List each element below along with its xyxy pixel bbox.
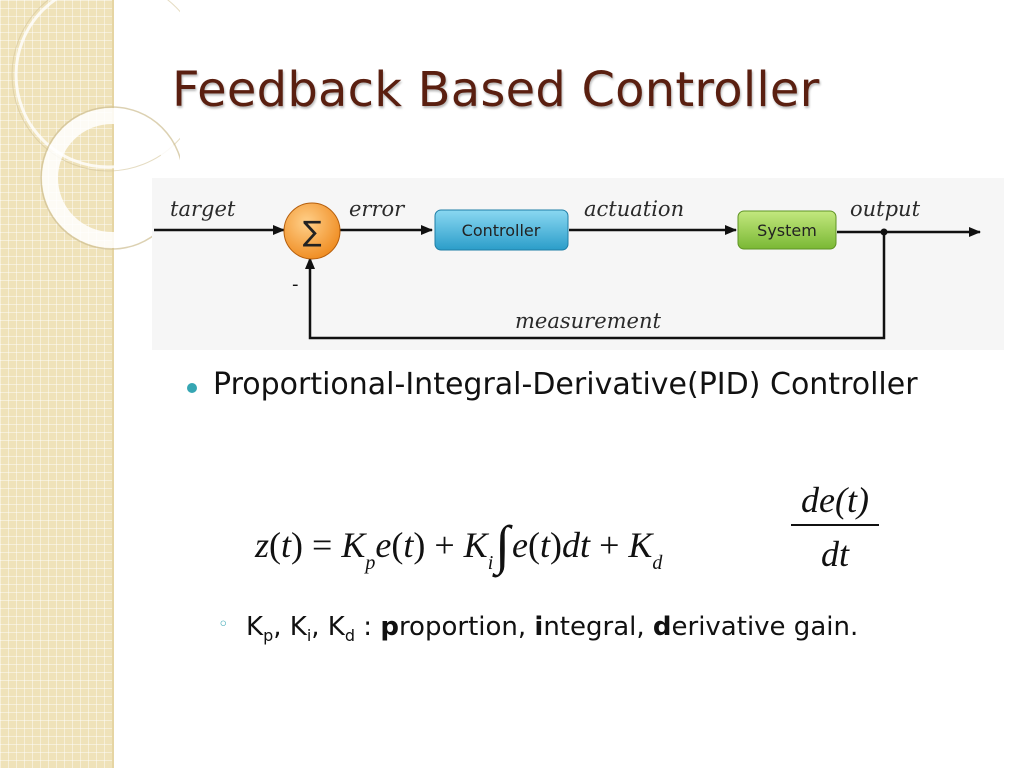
- fraction-numerator: de(t): [801, 480, 869, 520]
- bullet-marker: [187, 383, 197, 393]
- bold-p: p: [380, 612, 399, 642]
- eq-paren: ): [291, 525, 304, 565]
- text-proportion: roportion,: [398, 612, 535, 642]
- eq-sub-p: p: [365, 552, 376, 574]
- eq-paren: (: [528, 525, 541, 565]
- eq-paren: (: [391, 525, 404, 565]
- separator: ,: [273, 612, 290, 642]
- text-derivative-gain: erivative gain.: [671, 612, 859, 642]
- bold-d: d: [652, 612, 672, 642]
- eq-dt: dt: [562, 525, 591, 565]
- eq-K: K: [341, 525, 366, 565]
- eq-K: K: [463, 525, 488, 565]
- system-block: [737, 210, 837, 250]
- eq-sub-d: d: [652, 552, 663, 574]
- eq-equals: =: [312, 525, 333, 565]
- eq-sub-i: i: [487, 552, 494, 574]
- eq-paren: ): [413, 525, 426, 565]
- feedback-path: [305, 232, 886, 340]
- feedback-block-diagram: ∑ Controller System target error actuati…: [152, 178, 1004, 350]
- summing-junction: [283, 202, 341, 260]
- eq-t: t: [403, 525, 414, 565]
- decorative-side-strip: [0, 0, 114, 768]
- eq-K: K: [628, 525, 653, 565]
- controller-block-label: Controller: [462, 221, 541, 240]
- separator: ,: [311, 612, 328, 642]
- eq-z: z: [255, 525, 270, 565]
- error-label: error: [349, 197, 406, 221]
- minus-sign: -: [292, 274, 299, 295]
- output-branch-point: [880, 228, 888, 236]
- sigma-symbol: ∑: [303, 215, 322, 248]
- sub-bullet-marker: ◦: [218, 614, 229, 635]
- bullet-pid-controller: Proportional-Integral-Derivative(PID) Co…: [213, 367, 918, 402]
- eq-paren: (: [269, 525, 282, 565]
- system-block-label: System: [757, 221, 817, 240]
- gain-sub-p: p: [263, 626, 274, 646]
- integral-symbol: ∫: [495, 515, 511, 575]
- actuation-label: actuation: [584, 197, 684, 221]
- derivative-fraction: de(t) dt: [791, 478, 879, 576]
- fraction-bar: [791, 524, 879, 526]
- eq-e: e: [375, 525, 392, 565]
- eq-e: e: [512, 525, 529, 565]
- slide-title: Feedback Based Controller: [172, 62, 820, 118]
- text-integral: ntegral,: [543, 612, 653, 642]
- gain-K: K: [327, 612, 345, 642]
- gain-K: K: [246, 612, 264, 642]
- measurement-label: measurement: [515, 309, 661, 333]
- colon: :: [355, 612, 381, 642]
- gain-K: K: [289, 612, 307, 642]
- bold-i: i: [534, 612, 544, 642]
- eq-t: t: [281, 525, 292, 565]
- eq-t: t: [540, 525, 551, 565]
- eq-paren: ): [550, 525, 563, 565]
- equation-left-part: z(t) = Kpe(t) + Ki∫e(t)dt + Kd: [255, 508, 662, 575]
- gain-sub-d: d: [344, 626, 356, 646]
- output-label: output: [850, 197, 921, 221]
- target-label: target: [170, 197, 236, 221]
- sub-bullet-text: Kp, Ki, Kd : proportion, integral, deriv…: [246, 612, 858, 645]
- controller-block: [434, 209, 569, 251]
- gain-sub-i: i: [306, 626, 312, 646]
- eq-plus: +: [599, 525, 620, 565]
- eq-plus: +: [434, 525, 455, 565]
- pid-equation: z(t) = Kpe(t) + Ki∫e(t)dt + Kd de(t) dt: [255, 478, 895, 588]
- fraction-denominator: dt: [820, 534, 849, 574]
